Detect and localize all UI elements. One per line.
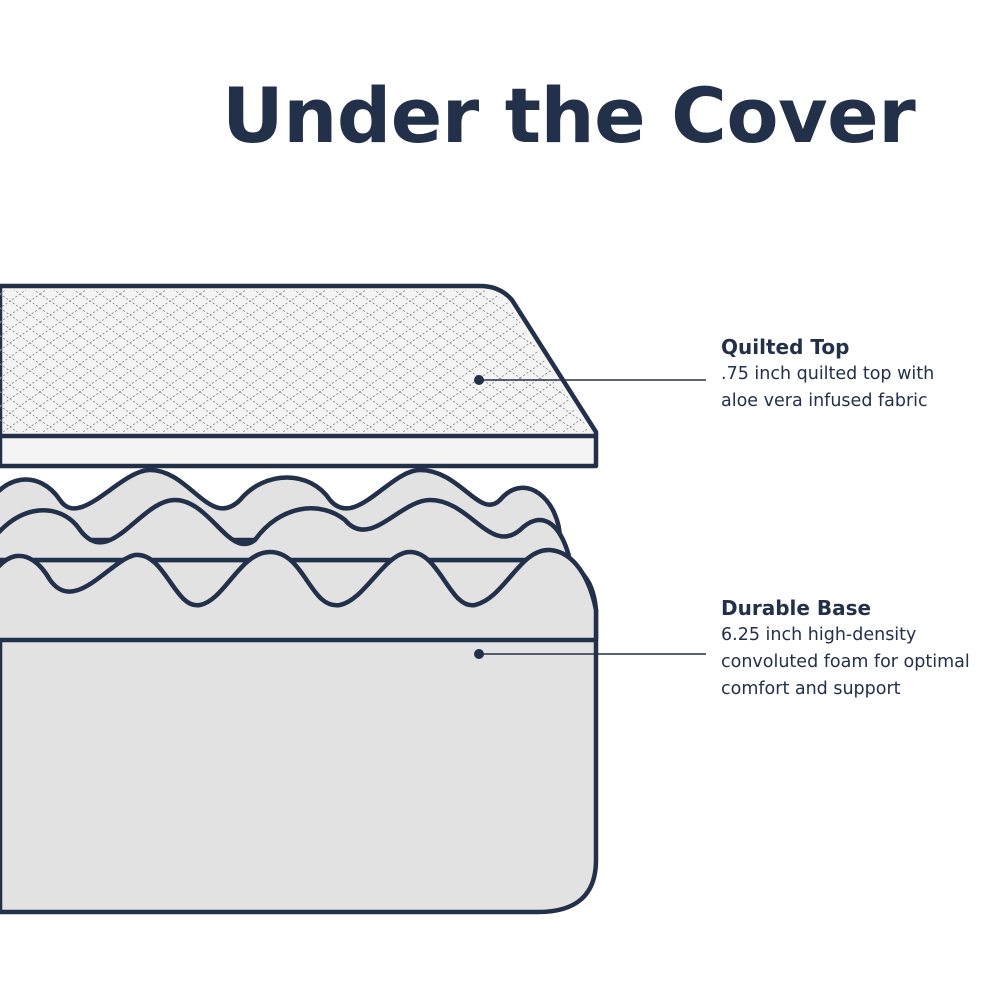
layer-description-line: .75 inch quilted top with bbox=[721, 364, 935, 384]
layer-description-line: 6.25 inch high-density bbox=[721, 625, 917, 645]
page-title: Under the Cover bbox=[222, 71, 916, 160]
layer-name-quilted-top: Quilted Top bbox=[721, 335, 850, 359]
layer-description-line: convoluted foam for optimal bbox=[721, 652, 970, 672]
callout-durable-base: Durable Base 6.25 inch high-density conv… bbox=[721, 595, 970, 703]
quilted-top-layer bbox=[0, 283, 599, 469]
durable-base-foam bbox=[0, 467, 599, 915]
durable-base-leader bbox=[474, 649, 706, 659]
layer-description-line: aloe vera infused fabric bbox=[721, 391, 928, 411]
layer-name-durable-base: Durable Base bbox=[721, 596, 872, 620]
quilted-top-leader bbox=[474, 375, 706, 385]
callout-quilted-top: Quilted Top .75 inch quilted top with al… bbox=[721, 334, 934, 415]
layer-description-line: comfort and support bbox=[721, 679, 901, 699]
